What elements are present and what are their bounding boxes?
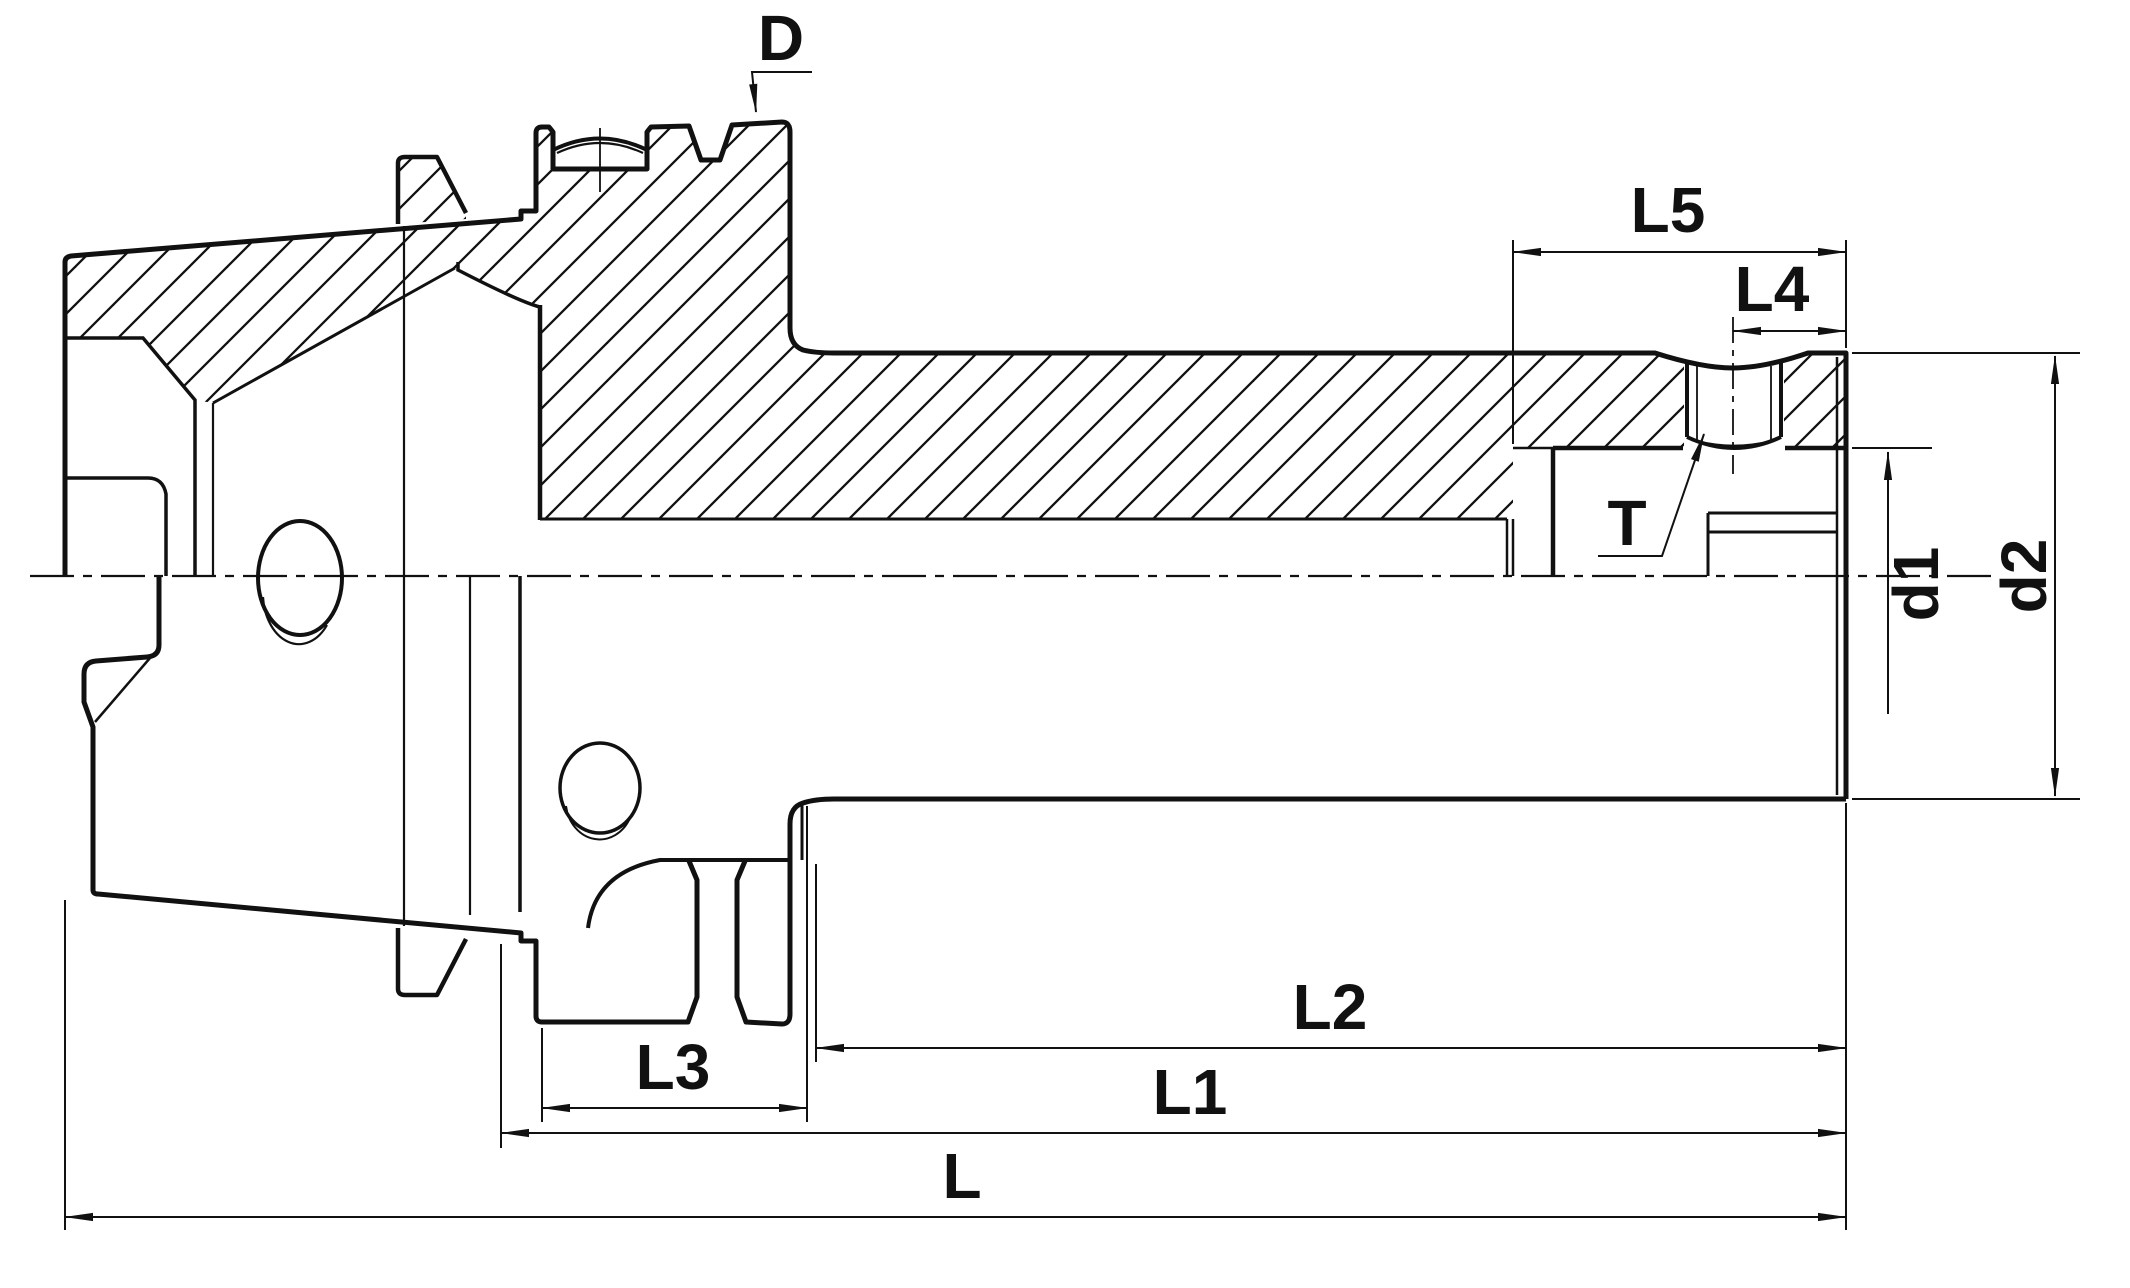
dimension-L-label: L xyxy=(942,1140,981,1212)
dimension-d1: d1 xyxy=(1852,447,1952,714)
dimension-D: D xyxy=(749,2,812,113)
dimensions: D L5 L4 T d1 d2 xyxy=(64,2,2080,1230)
flange-screw xyxy=(552,128,648,192)
dimension-d2-label: d2 xyxy=(1988,539,2060,614)
dimension-T-label: T xyxy=(1607,487,1646,559)
dimension-T: T xyxy=(1598,433,1705,559)
dimension-d1-label: d1 xyxy=(1880,547,1952,622)
dimension-d2: d2 xyxy=(1852,352,2080,800)
dimension-D-label: D xyxy=(758,2,804,74)
body-bore xyxy=(540,357,1846,795)
dimension-L1-label: L1 xyxy=(1153,1056,1228,1128)
outline-lower xyxy=(81,576,1846,1027)
dimension-L5-label: L5 xyxy=(1631,174,1706,246)
shank-interior xyxy=(65,262,543,646)
dimension-L3: L3 xyxy=(541,806,808,1122)
section-hatching xyxy=(65,122,1846,519)
dimension-L3-label: L3 xyxy=(636,1031,711,1103)
dimension-L4: L4 xyxy=(1732,253,1847,336)
dimension-L4-label: L4 xyxy=(1735,253,1810,325)
dimension-L1: L1 xyxy=(500,944,1847,1148)
dimension-L: L xyxy=(64,900,1847,1230)
dimension-L2: L2 xyxy=(815,803,1847,1230)
dimension-L2-label: L2 xyxy=(1293,971,1368,1043)
dimension-L5: L5 xyxy=(1512,174,1847,444)
clamp-bore-hole xyxy=(256,519,344,637)
